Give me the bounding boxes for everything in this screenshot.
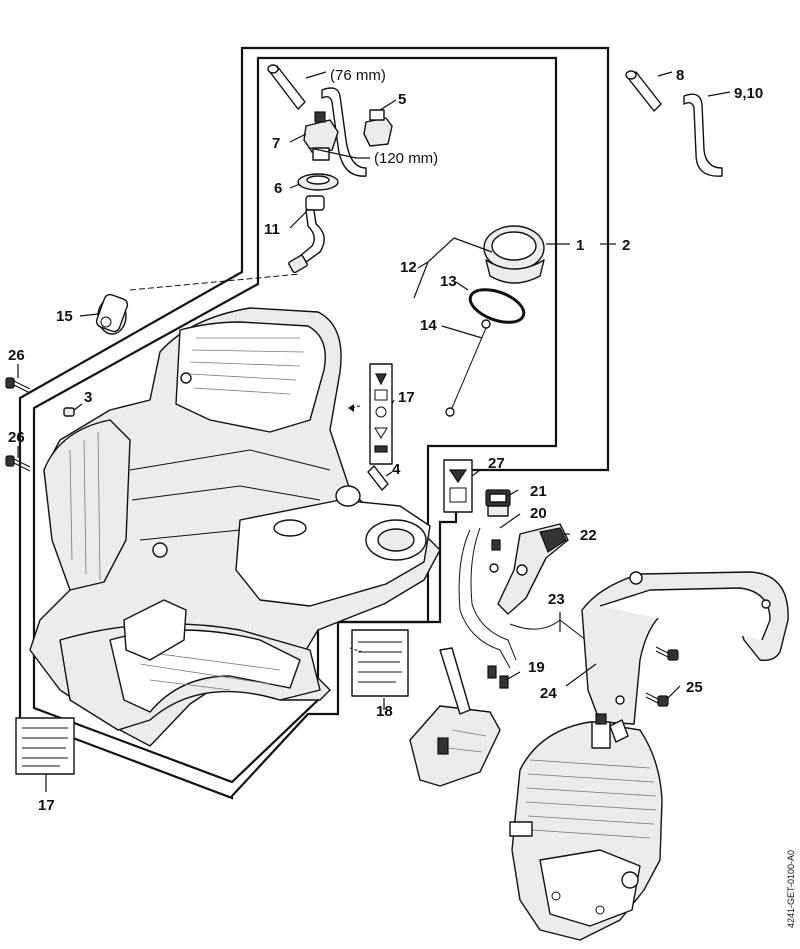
- part-19-connectors: [487, 665, 509, 689]
- part-23-throttle-cable: [509, 619, 587, 641]
- callout-4: 4: [392, 461, 401, 478]
- part-21-switch: [485, 489, 511, 517]
- callout-3: 3: [84, 389, 92, 406]
- callout-17-upper: 17: [398, 389, 415, 406]
- blower-housing: [29, 307, 441, 747]
- callout-14: 14: [420, 317, 437, 334]
- engine-assembly: [509, 713, 663, 941]
- callout-1: 1: [576, 237, 584, 254]
- callout-7: 7: [272, 135, 280, 152]
- callout-24: 24: [540, 685, 557, 702]
- callout-18: 18: [376, 703, 393, 720]
- callout-6: 6: [274, 180, 282, 197]
- callout-8: 8: [676, 67, 684, 84]
- callout-5: 5: [398, 91, 406, 108]
- assembly-frame-2: [18, 46, 610, 800]
- part-26-screw-upper: [5, 377, 31, 394]
- part-3-nut: [63, 407, 75, 417]
- filter-dash-leader: [129, 273, 301, 291]
- part-17-label-lower: [15, 717, 75, 775]
- part-13-o-ring: [468, 288, 526, 324]
- part-5-check-valve: [363, 109, 393, 147]
- callout-25: 25: [686, 679, 703, 696]
- part-18-label: [349, 629, 409, 697]
- callout-9-10: 9,10: [734, 85, 763, 102]
- part-7-valve: [303, 111, 339, 161]
- part-25-screw-lower: [645, 692, 669, 707]
- part-25-screw-upper: [655, 646, 679, 661]
- label-18-arrow: [349, 647, 363, 653]
- callout-13: 13: [440, 273, 457, 290]
- assembly-frame-1: [32, 56, 558, 784]
- part-11-fuel-hose: [288, 195, 325, 274]
- callout-23: 23: [548, 591, 565, 608]
- dimension-76mm: (76 mm): [330, 67, 386, 84]
- callout-2: 2: [622, 237, 630, 254]
- part-12-tank-cap: [483, 225, 545, 284]
- label-17-arrowhead: [348, 404, 354, 412]
- callout-17-lower: 17: [38, 797, 55, 814]
- part-17-label-upper: [369, 363, 393, 465]
- callout-21: 21: [530, 483, 547, 500]
- callout-27: 27: [488, 455, 505, 472]
- part-24-rear-handle: [581, 571, 789, 725]
- callout-26-lower: 26: [8, 429, 25, 446]
- callout-20: 20: [530, 505, 547, 522]
- label-17-arrow: [349, 405, 361, 409]
- callout-15: 15: [56, 308, 73, 325]
- part-27-label: [443, 459, 473, 513]
- part-6-grommet: [297, 173, 339, 191]
- part-8-hose: [625, 70, 662, 112]
- part-15-fuel-filter: [95, 293, 129, 335]
- part-9-10-hose: [683, 93, 723, 177]
- hose-long-left: [321, 87, 367, 177]
- part-22-throttle-trigger: [497, 523, 569, 615]
- part-20-wire-harness: [458, 527, 517, 669]
- hose-short-left: [267, 64, 306, 110]
- callout-12: 12: [400, 259, 417, 276]
- callout-11: 11: [264, 221, 280, 238]
- part-4-pin: [367, 465, 389, 491]
- drawing-code: 4241-GET-0100-A0: [786, 850, 796, 928]
- part-26-screw-lower: [5, 455, 31, 472]
- dimension-120mm: (120 mm): [374, 150, 438, 167]
- callout-19: 19: [528, 659, 545, 676]
- callout-22: 22: [580, 527, 597, 544]
- ignition-module: [409, 647, 501, 787]
- leader-lines: [17, 71, 731, 792]
- callout-26-upper: 26: [8, 347, 25, 364]
- part-14-retainer-strap: [445, 319, 491, 417]
